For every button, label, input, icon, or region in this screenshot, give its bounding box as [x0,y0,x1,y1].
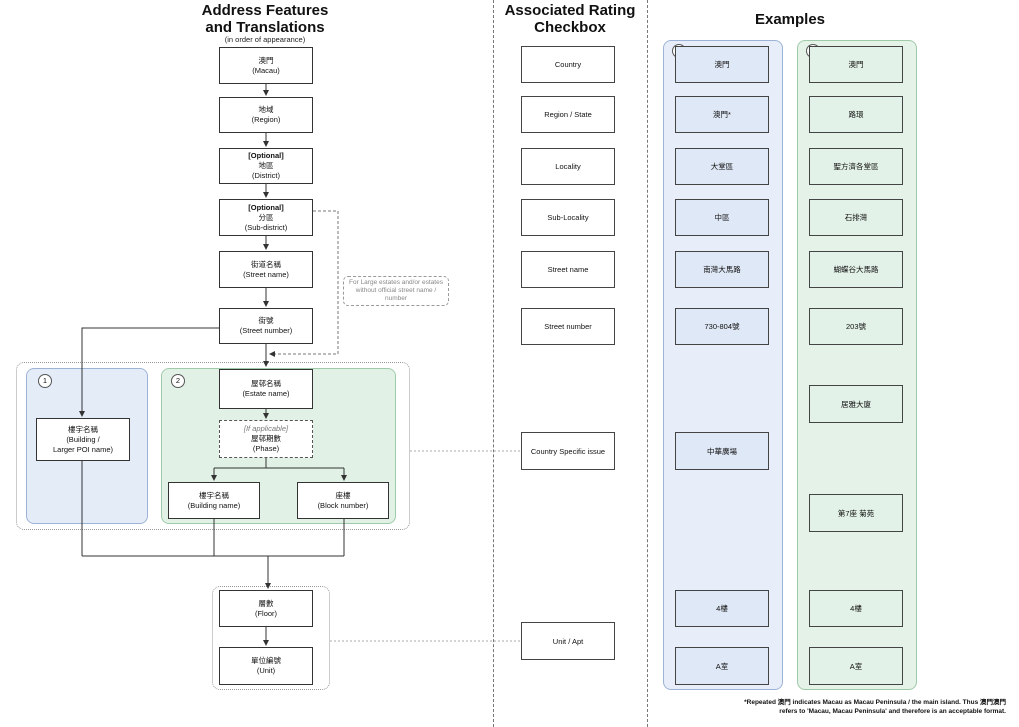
example-2-locality: 聖方濟各堂區 [809,148,903,185]
feature-macau-zh: 澳門 [258,55,274,65]
example-1-sub-locality: 中區 [675,199,769,236]
feature-region: 地域 (Region) [219,97,313,133]
features-title-line1: Address Features [201,2,329,19]
feature-subdistrict-zh: 分區 [258,212,274,222]
feature-street-number: 街號 (Street number) [219,308,313,344]
feature-street-name-en: (Street name) [243,269,289,279]
optional-label: [Optional] [248,202,284,212]
example-1-region: 澳門* [675,96,769,133]
example-1-street-name: 南灣大馬路 [675,251,769,288]
rating-locality: Locality [521,148,615,185]
example-1-locality: 大堂區 [675,148,769,185]
branch-1-badge: 1 [38,374,52,388]
feature-region-zh: 地域 [258,105,274,114]
feature-street-name-zh: 街道名稱 [251,259,281,269]
example-1-street-number: 730-804號 [675,308,769,345]
rating-sub-locality: Sub-Locality [521,199,615,236]
rating-region-state: Region / State [521,96,615,133]
feature-estate-name: 屋邨名稱 (Estate name) [219,369,313,409]
example-2-street-name: 蝴蝶谷大馬路 [809,251,903,288]
feature-building-name-zh: 樓宇名稱 [199,490,229,500]
example-2-floor: 4樓 [809,590,903,627]
feature-district: [Optional] 地區 (District) [219,148,313,184]
feature-estate-name-zh: 屋邨名稱 [251,379,281,388]
rating-street-name: Street name [521,251,615,288]
rating-title-line1: Associated Rating [504,2,636,19]
example-2-country: 澳門 [809,46,903,83]
feature-building-name-en: (Building name) [187,500,241,510]
features-title-line2: and Translations [205,19,325,36]
feature-block-number-zh: 座樓 [335,490,351,500]
feature-building-name: 樓宇名稱 (Building name) [168,482,260,519]
example-2-street-number: 203號 [809,308,903,345]
example-2-block: 第7座 菊苑 [809,494,903,532]
example-1-building: 中華廣場 [675,432,769,470]
feature-subdistrict-en: (Sub-district) [244,222,288,232]
footnote-line2: refers to 'Macau, Macau Peninsula' and t… [779,707,1006,715]
feature-district-zh: 地區 [258,161,274,170]
feature-region-en: (Region) [251,115,281,124]
column-divider [647,0,648,727]
examples-title: Examples [754,11,826,28]
feature-floor-en: (Floor) [254,608,278,618]
feature-building-poi-en1: (Building / [66,434,100,444]
feature-block-number-en: (Block number) [317,500,369,510]
column-divider [493,0,494,727]
if-applicable-label: [If applicable] [243,424,289,433]
rating-country: Country [521,46,615,83]
example-2-estate: 居雅大廈 [809,385,903,423]
feature-street-number-zh: 街號 [258,316,274,325]
feature-floor-zh: 層數 [258,598,274,608]
feature-macau-en: (Macau) [252,65,280,75]
example-2-sub-locality: 石排灣 [809,199,903,236]
feature-phase: [If applicable] 屋邨期數 (Phase) [219,420,313,458]
example-1-country: 澳門 [675,46,769,83]
optional-label: [Optional] [248,151,284,160]
example-2-region: 路環 [809,96,903,133]
feature-unit: 單位編號 (Unit) [219,647,313,685]
rating-street-number: Street number [521,308,615,345]
rating-title: Associated Rating Checkbox [496,2,644,36]
feature-street-number-en: (Street number) [239,326,293,335]
feature-street-name: 街道名稱 (Street name) [219,251,313,288]
large-estates-note: For Large estates and/or estates without… [343,276,449,306]
branch-2-badge: 2 [171,374,185,388]
features-title: Address Features and Translations [170,2,360,36]
feature-district-en: (District) [252,171,280,180]
feature-building-poi-en2: Larger POI name) [52,444,114,454]
feature-building-poi: 樓宇名稱 (Building / Larger POI name) [36,418,130,461]
feature-phase-en: (Phase) [252,444,280,453]
feature-phase-zh: 屋邨期數 [251,434,281,443]
rating-title-line2: Checkbox [534,19,606,36]
rating-unit-apt: Unit / Apt [521,622,615,660]
feature-estate-name-en: (Estate name) [242,389,290,398]
footnote: *Repeated 澳門 indicates Macau as Macau Pe… [560,699,1006,716]
feature-unit-en: (Unit) [256,666,276,675]
feature-floor: 層數 (Floor) [219,590,313,627]
footnote-line1: *Repeated 澳門 indicates Macau as Macau Pe… [744,699,1006,706]
example-1-unit: A室 [675,647,769,685]
feature-unit-zh: 單位編號 [251,656,281,665]
feature-block-number: 座樓 (Block number) [297,482,389,519]
branch-group-outline [16,362,410,530]
feature-subdistrict: [Optional] 分區 (Sub-district) [219,199,313,236]
rating-country-specific-issue: Country Specific issue [521,432,615,470]
feature-building-poi-zh: 樓宇名稱 [68,424,98,434]
floor-unit-group-outline [212,586,330,690]
example-2-unit: A室 [809,647,903,685]
example-1-floor: 4樓 [675,590,769,627]
feature-macau: 澳門 (Macau) [219,47,313,84]
features-subtitle: (in order of appearance) [224,35,306,44]
